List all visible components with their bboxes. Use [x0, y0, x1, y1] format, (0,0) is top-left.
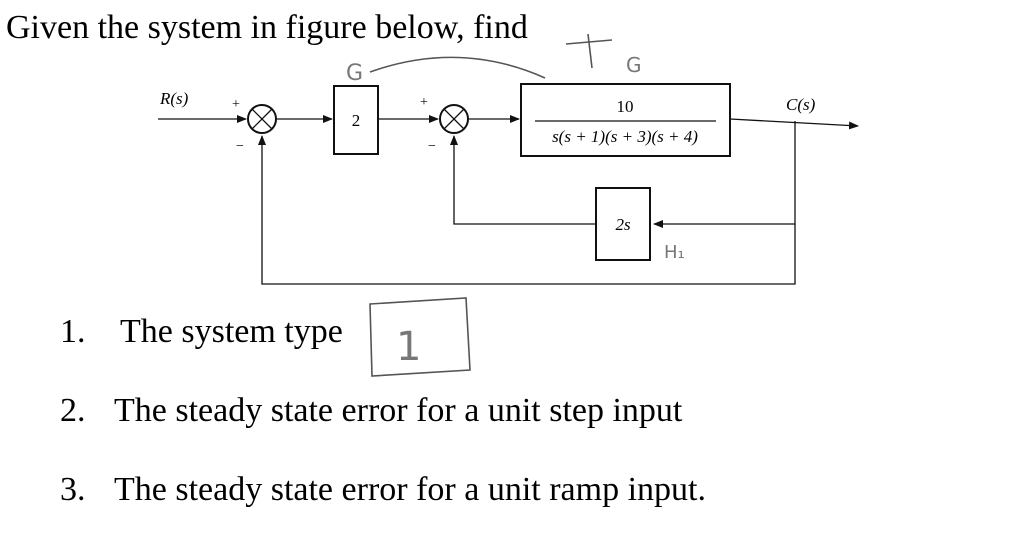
- item-2-text: The steady state error for a unit step i…: [114, 392, 683, 429]
- handwritten-answer-box: [369, 297, 471, 377]
- output-label-cs: C(s): [786, 95, 816, 114]
- summing-junction-1: [247, 104, 277, 134]
- gain-block: [333, 85, 379, 155]
- handwritten-t-mark: [565, 33, 613, 69]
- input-label-rs: R(s): [159, 89, 189, 108]
- item-1-text: The system type: [120, 313, 343, 350]
- handwritten-h1-label: H₁: [664, 242, 685, 263]
- handwritten-answer-type: 1: [396, 324, 421, 370]
- sum1-plus-sign: +: [232, 97, 240, 112]
- plant-denominator: s(s + 1)(s + 3)(s + 4): [552, 127, 698, 146]
- summing-junction-2: [439, 104, 469, 134]
- item-3-text: The steady state error for a unit ramp i…: [114, 471, 706, 508]
- handwritten-g-label: G: [346, 61, 363, 86]
- output-arrow: [729, 118, 859, 130]
- question-title: Given the system in figure below, find: [6, 9, 528, 46]
- gain-block-value: 2: [352, 111, 361, 130]
- inner-feedback-path-out: [450, 135, 596, 225]
- outer-feedback-path: [258, 135, 796, 285]
- handwritten-g-right-label: G: [626, 53, 642, 77]
- sum1-minus-sign: −: [236, 139, 244, 154]
- item-2-number: 2.: [60, 392, 86, 429]
- item-3-number: 3.: [60, 471, 86, 508]
- sum2-plus-sign: +: [420, 95, 428, 110]
- feedback-block-value: 2s: [615, 215, 631, 234]
- handwritten-arc: [369, 56, 546, 79]
- item-1-number: 1.: [60, 313, 86, 350]
- sum2-minus-sign: −: [428, 139, 436, 154]
- plant-numerator: 10: [617, 97, 634, 116]
- plant-block: [520, 83, 731, 157]
